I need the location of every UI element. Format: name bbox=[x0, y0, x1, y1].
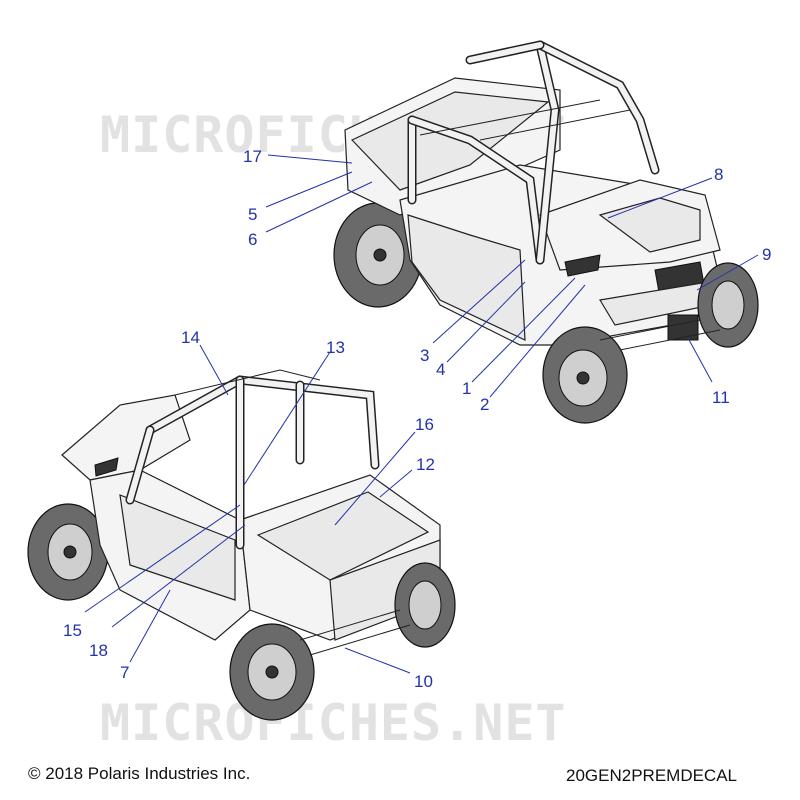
callout-12: 12 bbox=[416, 455, 435, 474]
leader-2 bbox=[489, 284, 586, 398]
leader-7 bbox=[129, 589, 171, 663]
callout-14: 14 bbox=[181, 328, 200, 347]
callout-2: 2 bbox=[480, 395, 489, 414]
leader-14 bbox=[199, 344, 229, 396]
callout-11: 11 bbox=[712, 388, 730, 407]
leader-16 bbox=[334, 431, 416, 526]
vehicle-front-view bbox=[333, 40, 759, 424]
leader-9 bbox=[696, 254, 759, 291]
callout-7: 7 bbox=[120, 663, 129, 682]
front-view-bed-floor bbox=[350, 91, 550, 191]
front-view-front-right-wheel bbox=[697, 262, 759, 348]
front-view-front-left-wheel bbox=[542, 326, 628, 424]
leader-5 bbox=[265, 171, 353, 208]
rear-view-headlight bbox=[94, 457, 119, 477]
callout-13: 13 bbox=[326, 338, 345, 357]
front-view-roll-cage bbox=[407, 40, 660, 265]
leader-11 bbox=[687, 337, 713, 383]
leader-10 bbox=[344, 647, 411, 674]
rear-view-bed-floor bbox=[256, 491, 430, 581]
leader-17 bbox=[267, 154, 353, 164]
leader-18 bbox=[111, 524, 246, 628]
front-view-suspension bbox=[599, 319, 721, 351]
leader-6 bbox=[265, 181, 373, 233]
callout-18: 18 bbox=[89, 641, 108, 660]
leader-13 bbox=[243, 351, 331, 486]
callouts: 17 5 6 8 9 3 4 1 2 11 14 13 16 12 15 18 … bbox=[63, 147, 771, 691]
callout-17: 17 bbox=[243, 147, 262, 166]
callout-5: 5 bbox=[248, 205, 257, 224]
rear-view-hood bbox=[61, 394, 191, 481]
leader-15 bbox=[84, 504, 241, 613]
callout-10: 10 bbox=[414, 672, 433, 691]
leader-3 bbox=[432, 259, 526, 344]
watermark-bottom: MICROFICHES.NET bbox=[100, 694, 567, 752]
front-view-headlight bbox=[564, 254, 601, 277]
leader-12 bbox=[379, 469, 413, 498]
callout-6: 6 bbox=[248, 230, 257, 249]
leader-lines bbox=[84, 154, 759, 674]
callout-8: 8 bbox=[714, 165, 723, 184]
callout-9: 9 bbox=[762, 245, 771, 264]
rear-view-door bbox=[119, 494, 236, 601]
rear-view-rear-right-wheel bbox=[394, 562, 456, 648]
rear-view-front-wheel bbox=[27, 503, 109, 601]
vehicle-rear-view bbox=[27, 369, 456, 721]
callout-16: 16 bbox=[415, 415, 434, 434]
front-view-door bbox=[407, 214, 526, 341]
callout-3: 3 bbox=[420, 346, 429, 365]
leader-1 bbox=[471, 277, 576, 383]
front-view-winch bbox=[667, 314, 699, 341]
leader-8 bbox=[607, 177, 713, 219]
rear-view-rear-left-wheel bbox=[229, 623, 315, 721]
callout-1: 1 bbox=[462, 379, 471, 398]
callout-15: 15 bbox=[63, 621, 82, 640]
copyright-text: © 2018 Polaris Industries Inc. bbox=[28, 764, 251, 783]
rear-view-suspension bbox=[299, 609, 411, 656]
leader-4 bbox=[446, 281, 526, 363]
callout-4: 4 bbox=[436, 360, 445, 379]
drawing-code: 20GEN2PREMDECAL bbox=[566, 766, 738, 785]
